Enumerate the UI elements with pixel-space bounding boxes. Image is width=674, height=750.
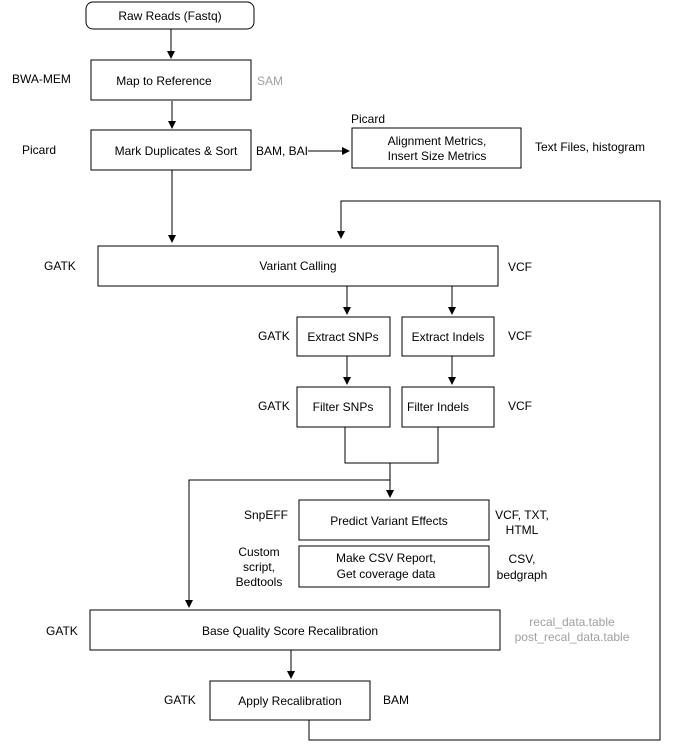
- mark-duplicates-label: Mark Duplicates & Sort: [115, 144, 238, 158]
- edge-recal-loop: [308, 200, 661, 741]
- raw-reads-box: [85, 1, 255, 30]
- tool-gatk-variant-calling: GATK: [44, 259, 76, 273]
- map-reference-box: [90, 59, 252, 101]
- output-effects-line-2: HTML: [506, 523, 539, 537]
- apply-recalibration-node: Apply Recalibration: [209, 680, 371, 721]
- edge-filters-merge: [344, 427, 439, 464]
- mark-duplicates-box: [90, 129, 252, 171]
- output-vcf-variant-calling: VCF: [508, 260, 532, 274]
- raw-reads-node: Raw Reads (Fastq): [85, 1, 255, 30]
- apply-recalibration-label: Apply Recalibration: [238, 694, 341, 708]
- predict-effects-box: [298, 499, 490, 541]
- output-text-files: Text Files, histogram: [535, 140, 645, 154]
- extract-indels-box: [401, 316, 495, 357]
- edge-merge-to-bqsr: [185, 479, 390, 608]
- edges: [167, 29, 661, 741]
- output-bam: BAM: [383, 693, 409, 707]
- tool-custom-line-2: script,: [243, 560, 275, 574]
- output-effects-line-1: VCF, TXT,: [495, 508, 549, 522]
- tool-bwa: BWA-MEM: [12, 72, 71, 86]
- output-vcf-extract: VCF: [508, 329, 532, 343]
- filter-snps-label: Filter SNPs: [313, 400, 374, 414]
- raw-reads-label: Raw Reads (Fastq): [118, 9, 221, 23]
- predict-effects-node: Predict Variant Effects: [298, 499, 490, 541]
- tool-labels: BWA-MEM Picard Picard GATK GATK GATK Snp…: [12, 72, 385, 707]
- apply-recalibration-box: [209, 680, 371, 721]
- tool-custom-line-3: Bedtools: [236, 575, 283, 589]
- variant-calling-label: Variant Calling: [259, 259, 336, 273]
- output-recal-table: recal_data.table: [529, 615, 615, 629]
- output-labels: SAM BAM, BAI Text Files, histogram VCF V…: [256, 74, 645, 707]
- filter-indels-box: [401, 386, 495, 428]
- predict-effects-label: Predict Variant Effects: [330, 514, 448, 528]
- csv-report-label-2: Get coverage data: [337, 567, 436, 581]
- filter-indels-node: Filter Indels: [401, 386, 495, 428]
- extract-snps-label: Extract SNPs: [307, 330, 378, 344]
- alignment-metrics-node: Alignment Metrics, Insert Size Metrics: [351, 127, 522, 169]
- extract-snps-box: [296, 316, 391, 357]
- tool-gatk-extract: GATK: [258, 329, 290, 343]
- extract-snps-node: Extract SNPs: [296, 316, 391, 357]
- bqsr-label: Base Quality Score Recalibration: [202, 624, 378, 638]
- output-csv-line-1: CSV,: [509, 552, 536, 566]
- csv-report-node: Make CSV Report, Get coverage data: [298, 545, 490, 588]
- filter-snps-node: Filter SNPs: [296, 386, 391, 428]
- tool-snpeff: SnpEFF: [244, 508, 288, 522]
- alignment-metrics-box: [351, 127, 522, 169]
- tool-gatk-filter: GATK: [258, 399, 290, 413]
- extract-indels-label: Extract Indels: [412, 330, 485, 344]
- bqsr-box: [89, 609, 501, 651]
- output-post-recal-table: post_recal_data.table: [515, 630, 630, 644]
- tool-picard-metrics: Picard: [351, 112, 385, 126]
- tool-picard-markdup: Picard: [22, 143, 56, 157]
- output-bam-bai: BAM, BAI: [256, 144, 308, 158]
- bqsr-node: Base Quality Score Recalibration: [89, 609, 501, 651]
- mark-duplicates-node: Mark Duplicates & Sort: [90, 129, 252, 171]
- output-sam: SAM: [257, 74, 283, 88]
- tool-gatk-bqsr: GATK: [46, 624, 78, 638]
- tool-gatk-apply: GATK: [164, 693, 196, 707]
- variant-calling-node: Variant Calling: [97, 245, 499, 287]
- output-csv-line-2: bedgraph: [497, 568, 548, 582]
- variant-calling-box: [97, 245, 499, 287]
- extract-indels-node: Extract Indels: [401, 316, 495, 357]
- filter-indels-label: Filter Indels: [407, 400, 469, 414]
- alignment-metrics-label-2: Insert Size Metrics: [388, 149, 487, 163]
- tool-custom-line-1: Custom: [238, 545, 279, 559]
- output-vcf-filter: VCF: [508, 399, 532, 413]
- csv-report-box: [298, 545, 490, 588]
- csv-report-label-1: Make CSV Report,: [336, 551, 436, 565]
- map-reference-node: Map to Reference: [90, 59, 252, 101]
- alignment-metrics-label-1: Alignment Metrics,: [388, 134, 487, 148]
- filter-snps-box: [296, 386, 391, 428]
- map-reference-label: Map to Reference: [116, 74, 212, 88]
